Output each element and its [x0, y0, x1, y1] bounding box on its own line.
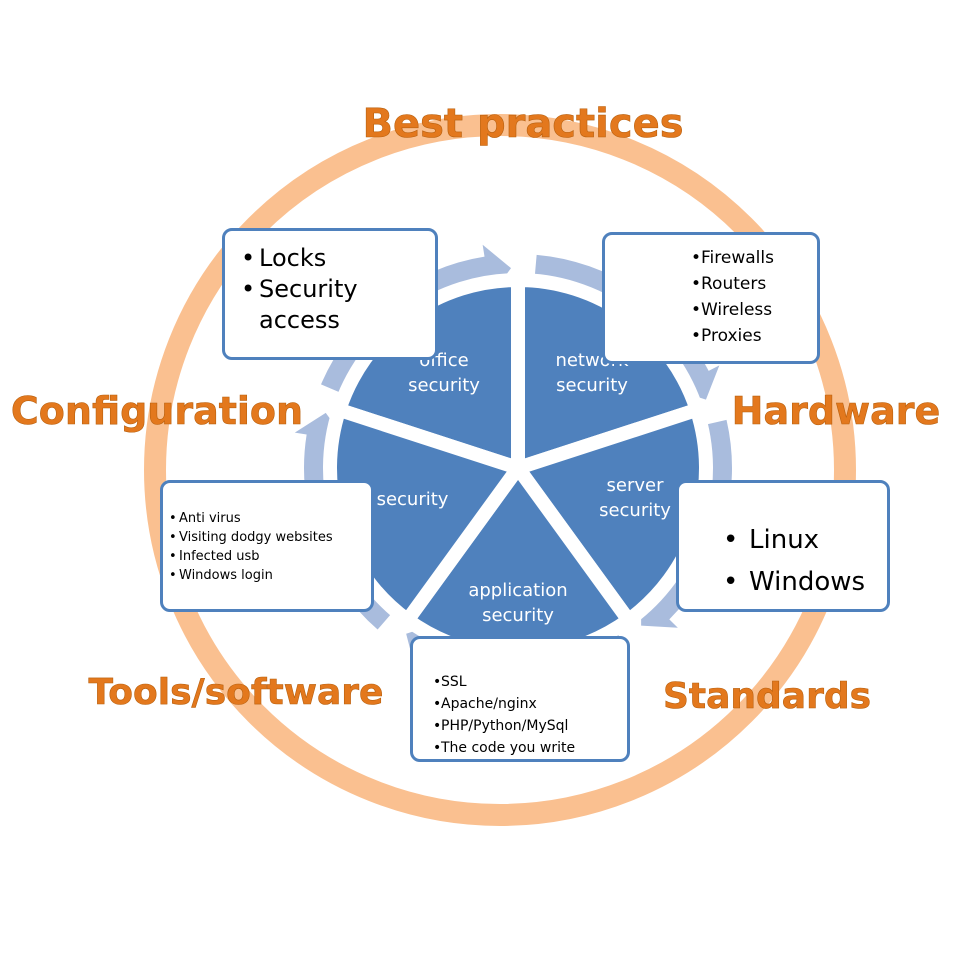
office-security-label-line2: security: [408, 375, 480, 396]
list-item: Apache/nginx: [433, 693, 621, 715]
standards-label: Standards: [663, 676, 871, 717]
best-practices-ring: [144, 114, 856, 826]
office-security-list: Locks Security access: [239, 243, 425, 336]
pc-security-list: Anti virus Visiting dodgy websites Infec…: [169, 509, 365, 585]
list-item: Windows login: [169, 566, 365, 585]
application-security-label-line1: application: [468, 580, 567, 601]
list-item: Proxies: [691, 323, 809, 349]
list-item: Windows: [723, 561, 877, 603]
list-item: Infected usb: [169, 547, 365, 566]
list-item: Routers: [691, 271, 809, 297]
server-security-box: Linux Windows: [676, 480, 890, 612]
pc-cycle-arrow: [294, 412, 396, 630]
server-security-label-line2: security: [599, 500, 671, 521]
pc-security-box: Anti virus Visiting dodgy websites Infec…: [160, 480, 374, 612]
hardware-label: Hardware: [732, 389, 941, 433]
server-security-list: Linux Windows: [723, 519, 877, 603]
application-security-label-line2: security: [482, 605, 554, 626]
list-item: Security access: [239, 274, 425, 336]
application-security-list: SSL Apache/nginx PHP/Python/MySql The co…: [433, 671, 621, 759]
list-item: Anti virus: [169, 509, 365, 528]
network-security-label-line2: security: [556, 375, 628, 396]
server-security-label-line1: server: [607, 475, 665, 496]
office-security-box: Locks Security access: [222, 228, 438, 360]
segment-labels: office security network security server …: [350, 350, 672, 626]
application-security-box: SSL Apache/nginx PHP/Python/MySql The co…: [410, 636, 630, 762]
list-item: Firewalls: [691, 245, 809, 271]
best-practices-label: Best practices: [362, 101, 683, 147]
list-item: Wireless: [691, 297, 809, 323]
list-item: The code you write: [433, 737, 621, 759]
list-item: PHP/Python/MySql: [433, 715, 621, 737]
list-item: SSL: [433, 671, 621, 693]
pc-security-label: pc security: [350, 489, 449, 510]
list-item: Visiting dodgy websites: [169, 528, 365, 547]
list-item: Locks: [239, 243, 425, 274]
tools-software-label: Tools/software: [89, 672, 384, 713]
network-security-box: Firewalls Routers Wireless Proxies: [602, 232, 820, 364]
configuration-label: Configuration: [11, 389, 303, 433]
network-security-list: Firewalls Routers Wireless Proxies: [691, 245, 809, 349]
list-item: Linux: [723, 519, 877, 561]
